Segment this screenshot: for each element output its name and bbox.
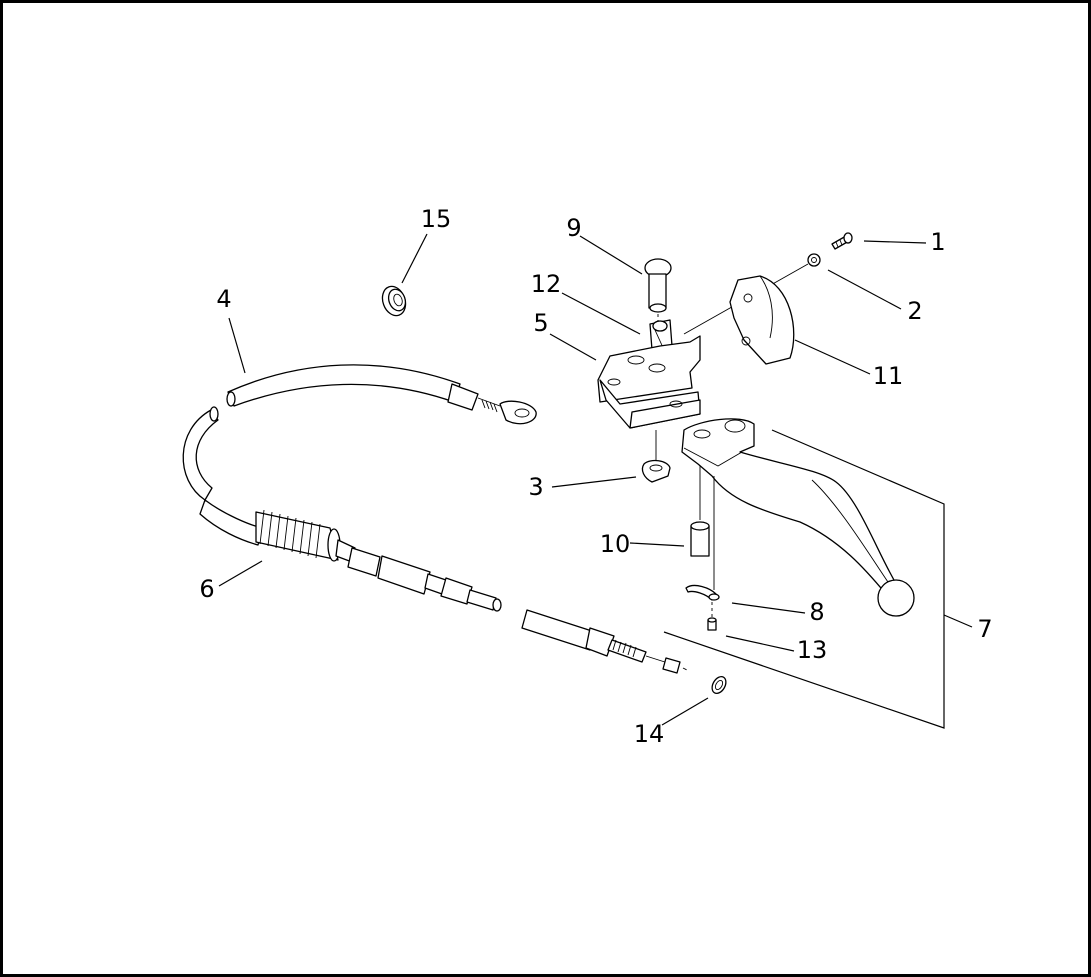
callout-1: 1 [930,228,945,256]
callout-7: 7 [977,615,992,643]
callout-15: 15 [421,205,452,233]
part-9-pivot-pin [644,258,672,322]
callout-8: 8 [809,598,824,626]
callout-10: 10 [600,530,631,558]
callout-3: 3 [528,473,543,501]
callout-5: 5 [533,309,548,337]
part-11-clamp [729,275,795,365]
part-15-nut [381,285,407,317]
callout-labels: 1 2 3 4 5 6 7 8 9 10 11 12 13 14 15 [199,205,992,748]
part-8-clip [685,584,720,618]
callout-7-bracket [663,429,945,729]
callout-9: 9 [566,214,581,242]
part-2-washer [807,253,821,267]
part-13-screw [707,617,717,631]
part-3-clip [641,459,671,483]
callout-14: 14 [634,720,665,748]
part-6-lower-cable [182,406,681,674]
callout-4: 4 [216,285,231,313]
callout-12: 12 [531,270,562,298]
part-10-sleeve [690,521,710,557]
part-4-upper-cable [226,364,537,425]
part-7-lever [681,418,915,617]
leader-lines [218,233,973,726]
callout-6: 6 [199,575,214,603]
callout-13: 13 [797,636,828,664]
part-14-ring [682,667,727,695]
part-5-bracket [597,335,701,462]
callout-11: 11 [873,362,904,390]
part-1-screw [831,232,853,250]
callout-2: 2 [907,297,922,325]
